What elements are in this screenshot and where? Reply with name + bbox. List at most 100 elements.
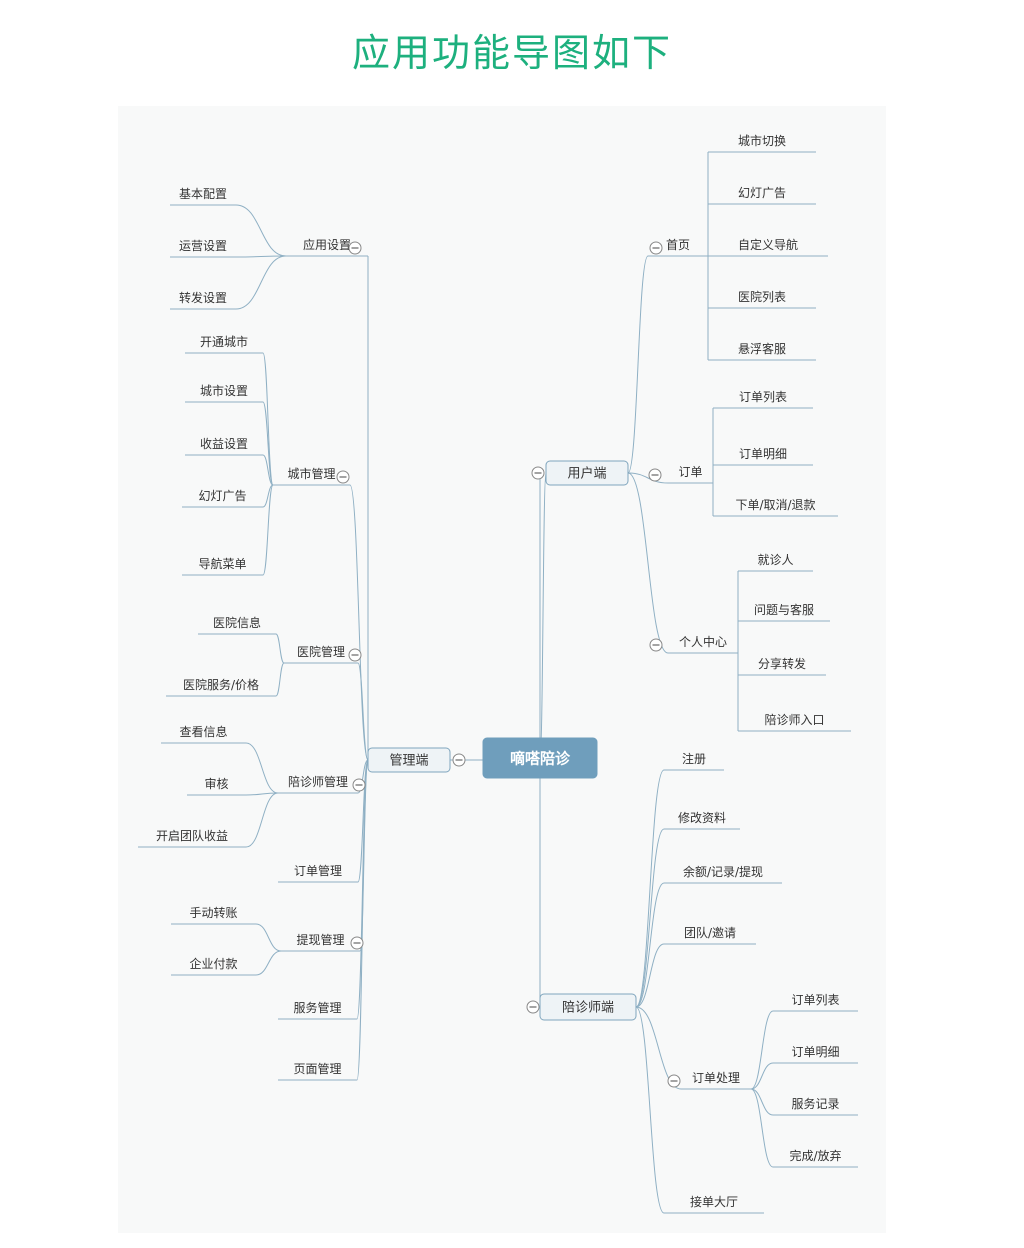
connector-line bbox=[635, 943, 665, 1008]
user-group-collapse-icon[interactable] bbox=[649, 638, 663, 652]
user-group-collapse-icon[interactable] bbox=[648, 468, 662, 482]
escort-leaf[interactable]: 订单明细 bbox=[791, 1045, 839, 1059]
connector-line bbox=[357, 759, 369, 794]
connector-line bbox=[245, 792, 279, 796]
admin-group-collapse-icon[interactable] bbox=[350, 936, 364, 950]
admin-group-collapse-icon[interactable] bbox=[336, 470, 350, 484]
admin-leaf[interactable]: 基本配置 bbox=[179, 187, 227, 201]
admin-leaf[interactable]: 企业付款 bbox=[189, 956, 237, 971]
user-leaf[interactable]: 分享转发 bbox=[758, 656, 806, 671]
connector-line bbox=[235, 255, 287, 310]
admin-leaf[interactable]: 审核 bbox=[204, 776, 228, 791]
admin-node-box[interactable] bbox=[367, 747, 451, 773]
connector-line bbox=[235, 255, 287, 258]
user-group-1[interactable]: 首页 bbox=[666, 238, 690, 252]
admin-leaf[interactable]: 医院信息 bbox=[213, 615, 261, 630]
connector-line bbox=[627, 472, 669, 654]
user-group-3[interactable]: 个人中心 bbox=[679, 634, 727, 649]
admin-group-1[interactable]: 应用设置 bbox=[303, 237, 351, 252]
user-leaf[interactable]: 医院列表 bbox=[738, 290, 786, 304]
escort-group-6[interactable]: 接单大厅 bbox=[690, 1194, 738, 1209]
connector-line bbox=[262, 352, 274, 486]
user-leaf[interactable]: 订单列表 bbox=[739, 390, 787, 404]
admin-leaf[interactable]: 医院服务/价格 bbox=[183, 677, 259, 692]
connector-line bbox=[750, 1088, 774, 1168]
mind-map: 应用设置基本配置运营设置转发设置城市管理开通城市城市设置收益设置幻灯广告导航菜单… bbox=[138, 133, 858, 1214]
admin-group-6[interactable]: 提现管理 bbox=[296, 932, 344, 947]
admin-group-4[interactable]: 陪诊师管理 bbox=[288, 774, 348, 789]
user-leaf[interactable]: 城市切换 bbox=[738, 133, 786, 148]
admin-group-8[interactable]: 页面管理 bbox=[293, 1061, 341, 1076]
connector-line bbox=[245, 792, 279, 848]
root-node-label: 嘀嗒陪诊 bbox=[510, 749, 571, 767]
user-leaf[interactable]: 就诊人 bbox=[757, 553, 793, 567]
escort-collapse-icon[interactable] bbox=[526, 1000, 540, 1014]
connector-line bbox=[627, 255, 649, 474]
connector-line bbox=[750, 1062, 774, 1090]
admin-leaf[interactable]: 导航菜单 bbox=[198, 556, 246, 571]
user-leaf[interactable]: 幻灯广告 bbox=[738, 186, 786, 200]
connector-line bbox=[275, 633, 285, 664]
user-leaf[interactable]: 自定义导航 bbox=[738, 237, 798, 252]
user-leaf[interactable]: 悬浮客服 bbox=[738, 341, 786, 356]
connector-line bbox=[349, 484, 369, 761]
connector-line bbox=[635, 828, 665, 1008]
user-leaf[interactable]: 下单/取消/退款 bbox=[735, 498, 815, 512]
escort-node-box[interactable] bbox=[539, 993, 637, 1021]
user-group-collapse-icon[interactable] bbox=[649, 241, 663, 255]
connector-line bbox=[356, 759, 369, 1020]
admin-group-collapse-icon[interactable] bbox=[348, 241, 362, 255]
admin-leaf[interactable]: 转发设置 bbox=[179, 290, 227, 305]
admin-group-collapse-icon[interactable] bbox=[348, 648, 362, 662]
user-leaf[interactable]: 订单明细 bbox=[739, 447, 787, 461]
admin-leaf[interactable]: 手动转账 bbox=[189, 905, 237, 920]
admin-leaf[interactable]: 开启团队收益 bbox=[156, 828, 228, 843]
user-node-box[interactable] bbox=[545, 460, 629, 486]
escort-group-collapse-icon[interactable] bbox=[667, 1074, 681, 1088]
connector-line bbox=[357, 662, 369, 761]
connector-line bbox=[255, 923, 282, 952]
admin-group-collapse-icon[interactable] bbox=[352, 778, 366, 792]
admin-group-5[interactable]: 订单管理 bbox=[294, 863, 342, 878]
user-collapse-icon[interactable] bbox=[531, 466, 545, 480]
connector-line bbox=[539, 472, 547, 759]
escort-leaf[interactable]: 完成/放弃 bbox=[789, 1148, 841, 1163]
admin-leaf[interactable]: 收益设置 bbox=[200, 437, 248, 451]
admin-leaf[interactable]: 城市设置 bbox=[200, 383, 248, 398]
user-node-label: 用户端 bbox=[567, 466, 606, 482]
escort-leaf[interactable]: 服务记录 bbox=[791, 1096, 839, 1111]
connector-line bbox=[635, 769, 665, 1008]
connector-line bbox=[262, 401, 274, 486]
connector-layer bbox=[235, 152, 774, 1214]
admin-group-2[interactable]: 城市管理 bbox=[287, 466, 335, 481]
admin-group-7[interactable]: 服务管理 bbox=[293, 1000, 341, 1015]
user-leaf[interactable]: 陪诊师入口 bbox=[764, 712, 824, 727]
escort-group-4[interactable]: 团队/邀请 bbox=[684, 925, 736, 940]
escort-group-2[interactable]: 修改资料 bbox=[678, 810, 726, 825]
page-title: 应用功能导图如下 bbox=[351, 31, 672, 75]
admin-leaf[interactable]: 查看信息 bbox=[179, 724, 227, 739]
admin-group-3[interactable]: 医院管理 bbox=[297, 644, 345, 659]
escort-group-3[interactable]: 余额/记录/提现 bbox=[683, 864, 763, 879]
escort-leaf[interactable]: 订单列表 bbox=[791, 993, 839, 1007]
escort-group-1[interactable]: 注册 bbox=[682, 751, 706, 766]
connector-line bbox=[262, 454, 274, 486]
root-node-box[interactable] bbox=[482, 737, 598, 779]
admin-collapse-icon[interactable] bbox=[452, 753, 466, 767]
connector-line bbox=[245, 742, 279, 794]
admin-leaf[interactable]: 开通城市 bbox=[200, 334, 248, 349]
admin-node-label: 管理端 bbox=[389, 754, 428, 769]
connector-line bbox=[262, 484, 274, 576]
escort-group-5[interactable]: 订单处理 bbox=[692, 1071, 740, 1085]
admin-leaf[interactable]: 幻灯广告 bbox=[198, 489, 246, 503]
connector-line bbox=[235, 204, 287, 257]
connector-line bbox=[356, 759, 369, 1081]
escort-node-label: 陪诊师端 bbox=[562, 1001, 614, 1016]
connector-line bbox=[635, 882, 665, 1008]
user-group-2[interactable]: 订单 bbox=[678, 465, 702, 479]
user-leaf[interactable]: 问题与客服 bbox=[754, 602, 814, 617]
admin-leaf[interactable]: 运营设置 bbox=[179, 239, 227, 253]
connector-line bbox=[750, 1010, 774, 1090]
mind-map-canvas: 应用设置基本配置运营设置转发设置城市管理开通城市城市设置收益设置幻灯广告导航菜单… bbox=[118, 106, 886, 1233]
connector-line bbox=[635, 1006, 665, 1214]
